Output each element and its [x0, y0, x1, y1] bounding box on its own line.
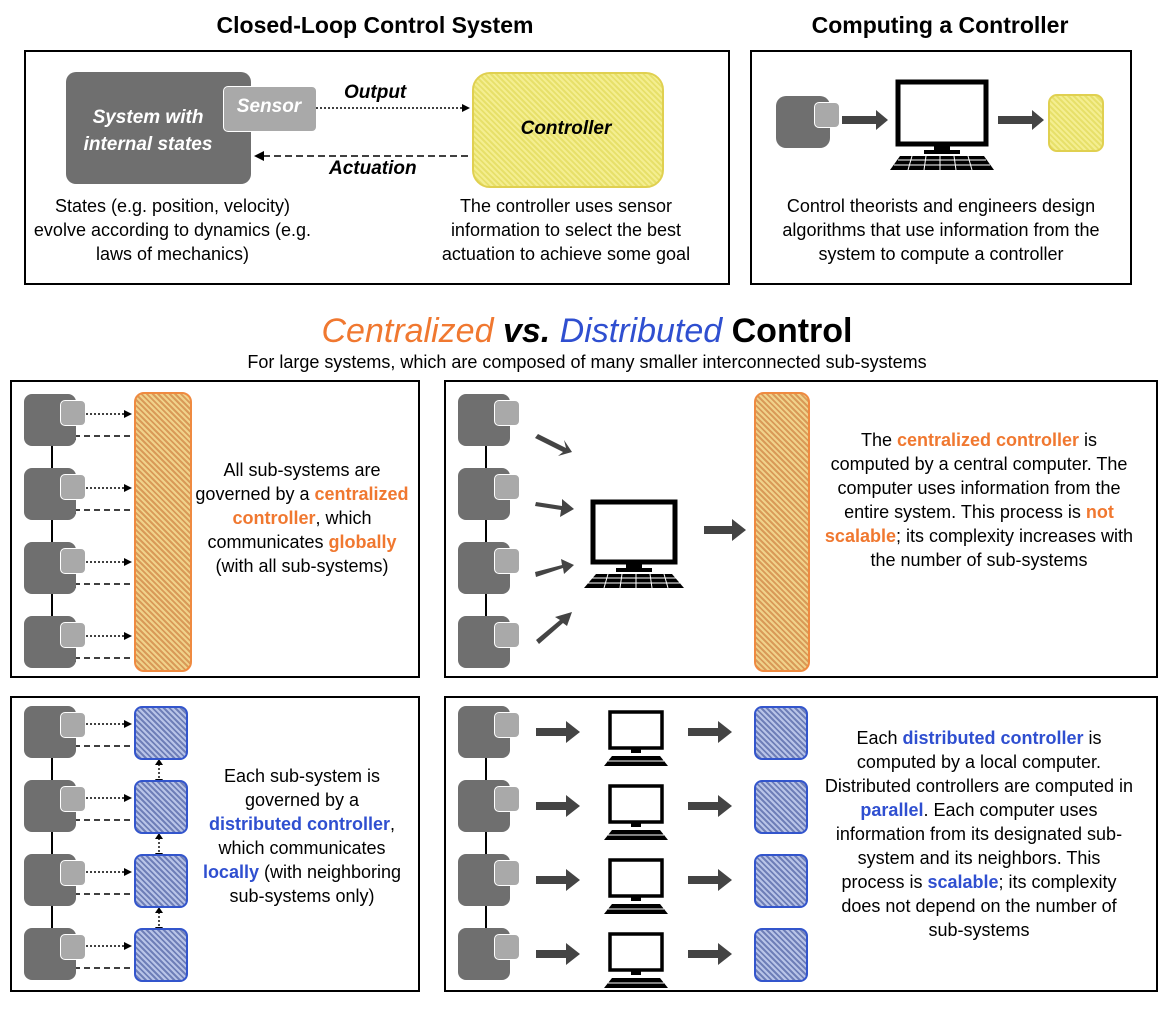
centralized-right-text: The centralized controller is computed b…: [824, 428, 1134, 572]
centralized-controller-bar: [134, 392, 192, 672]
cl-t4: globally: [328, 532, 397, 552]
sensor-icon: [814, 102, 840, 128]
dr-t7: ; its complexity does not depend on the …: [841, 872, 1117, 940]
dr-t5: . Each computer uses information from it…: [835, 800, 1123, 892]
cl-t5: (with all sub-systems): [215, 556, 389, 576]
distributed-right-diagram: [485, 710, 732, 988]
heading-distributed: Distributed: [559, 312, 723, 350]
system-label: System with internal states: [83, 107, 213, 155]
flow-arrow-b1: [688, 795, 732, 817]
flow-arrow-b0: [688, 721, 732, 743]
distributed-controller-0: [134, 706, 188, 760]
system-box: [66, 72, 251, 184]
computing-title: Computing a Controller: [811, 12, 1069, 38]
distributed-left-panel: Each sub-system is governed by a distrib…: [10, 696, 420, 992]
dr-t3: is computed by a local computer. Distrib…: [824, 728, 1134, 796]
dr-t2: distributed controller: [902, 728, 1084, 748]
computing-text: Control theorists and engineers design a…: [782, 196, 1100, 264]
states-text: States (e.g. position, velocity) evolve …: [33, 196, 312, 264]
flow-arrow-b3: [688, 943, 732, 965]
distributed-right-text: Each distributed controller is computed …: [824, 726, 1134, 942]
centralized-right-panel: The centralized controller is computed b…: [444, 380, 1158, 678]
centralized-left-text: All sub-systems are governed by a centra…: [192, 458, 412, 578]
dl-t1: Each sub-system is governed by a: [223, 766, 381, 810]
controller-text: The controller uses sensor information t…: [441, 196, 691, 264]
computing-panel: Control theorists and engineers design a…: [750, 50, 1132, 285]
closed-loop-arrows: [254, 104, 470, 161]
subsystem-sensor-0: [60, 400, 86, 426]
computer-icon-2: [604, 858, 668, 914]
cl-t3: , which communicates: [207, 508, 372, 552]
distributed-controller-right-1: [754, 780, 808, 834]
cr-t2: centralized controller: [896, 430, 1080, 450]
sensor-label: Sensor: [236, 96, 302, 117]
subsystem-sensor-0: [60, 712, 86, 738]
subsystem-sensor-0: [494, 400, 520, 426]
distributed-controller-3: [134, 928, 188, 982]
subsystem-sensor-2: [494, 860, 520, 886]
controller-icon: [1048, 94, 1104, 152]
flow-arrow-a1: [536, 795, 580, 817]
cr-t4: not scalable: [824, 502, 1114, 546]
cr-t5: ; its complexity increases with the numb…: [870, 526, 1134, 570]
centralized-controller-bar-right: [754, 392, 810, 672]
heading-centralized: Centralized: [321, 312, 494, 350]
flow-arrow-a3: [536, 943, 580, 965]
dl-t2: distributed controller: [208, 814, 390, 834]
subsystem-sensor-1: [60, 474, 86, 500]
computer-icon-1: [604, 784, 668, 840]
closed-loop-panel: System with internal states Sensor Contr…: [24, 50, 730, 285]
dl-t5: (with neighboring sub-systems only): [229, 862, 402, 906]
distributed-right-panel: Each distributed controller is computed …: [444, 696, 1158, 992]
subsystem-sensor-3: [494, 622, 520, 648]
cl-t2: centralized controller: [232, 484, 409, 528]
cr-t3: is computed by a central computer. The c…: [830, 430, 1128, 522]
dr-t4: parallel: [860, 800, 924, 820]
closed-loop-title: Closed-Loop Control System: [216, 12, 534, 38]
cr-t1: The: [860, 430, 897, 450]
computer-icon: [842, 79, 1044, 171]
dl-t3: , which communicates: [218, 814, 396, 858]
flow-arrow-a2: [536, 869, 580, 891]
subsystem-sensor-2: [60, 860, 86, 886]
subsystem-sensor-2: [494, 548, 520, 574]
subsystem-sensor-3: [494, 934, 520, 960]
subsystem-sensor-1: [494, 474, 520, 500]
distributed-controller-2: [134, 854, 188, 908]
distributed-controller-right-3: [754, 928, 808, 982]
dr-t6: scalable: [927, 872, 999, 892]
cl-t1: All sub-systems are governed by a: [195, 460, 381, 504]
subsystem-sensor-1: [60, 786, 86, 812]
distributed-left-text: Each sub-system is governed by a distrib…: [196, 764, 408, 908]
sensor-box: [223, 86, 317, 132]
actuation-label: Actuation: [329, 158, 417, 179]
distributed-controller-right-0: [754, 706, 808, 760]
computer-icon-3: [604, 932, 668, 988]
subsystem-sensor-0: [494, 712, 520, 738]
distributed-controller-right-2: [754, 854, 808, 908]
computer-icon-0: [604, 710, 668, 766]
subsystem-sensor-3: [60, 934, 86, 960]
dr-t1: Each: [856, 728, 903, 748]
controller-box: [472, 72, 664, 188]
heading-vs: vs.: [502, 312, 551, 350]
output-label: Output: [344, 82, 407, 103]
subsystem-sensor-1: [494, 786, 520, 812]
subsystem-sensor-2: [60, 548, 86, 574]
dl-t4: locally: [202, 862, 259, 882]
main-heading: Centralized vs. Distributed Control: [0, 312, 1174, 351]
subsystem-sensor-3: [60, 622, 86, 648]
heading-subtitle: For large systems, which are composed of…: [247, 352, 927, 372]
heading-control: Control: [731, 312, 853, 350]
centralized-right-diagram: [485, 422, 746, 652]
centralized-left-panel: All sub-systems are governed by a centra…: [10, 380, 420, 678]
flow-arrow-b2: [688, 869, 732, 891]
controller-label: Controller: [520, 118, 612, 139]
distributed-controller-1: [134, 780, 188, 834]
flow-arrow-a0: [536, 721, 580, 743]
